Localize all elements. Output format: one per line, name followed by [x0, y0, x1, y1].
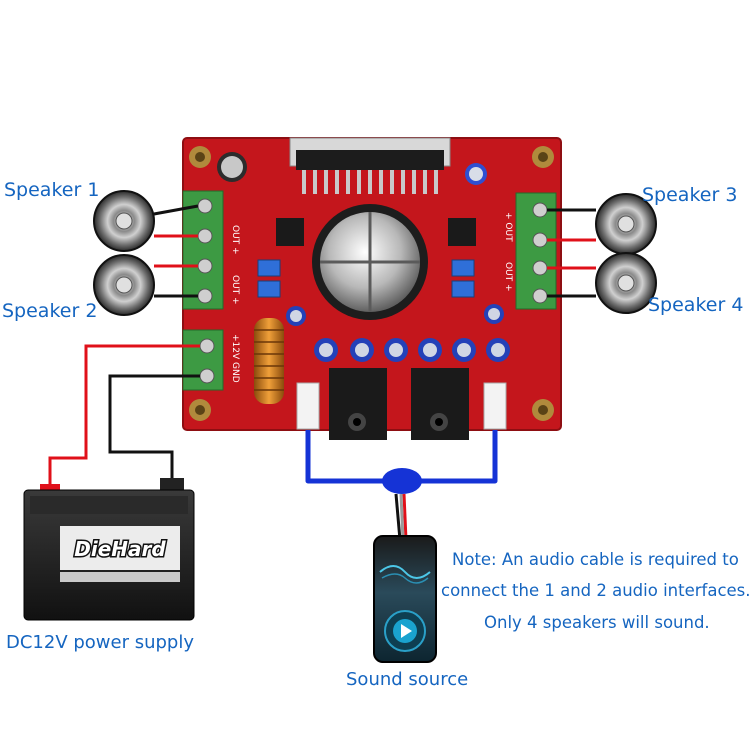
speaker-4-icon — [595, 252, 657, 314]
speaker-1-label: Speaker 1 — [4, 179, 100, 201]
mounting-hole-bottom-left — [189, 399, 211, 421]
speaker-2-label: Speaker 2 — [2, 300, 98, 322]
speaker-1-icon — [93, 190, 155, 252]
terminal-power — [182, 329, 224, 391]
note-line-2: connect the 1 and 2 audio interfaces. — [441, 581, 750, 600]
speaker-4-label: Speaker 4 — [648, 294, 744, 316]
sound-source-label: Sound source — [346, 669, 469, 690]
silk-power: +12V GND — [230, 334, 240, 383]
silk-out-left-bottom: OUT + — [230, 275, 240, 305]
silk-out-right-bottom: OUT + — [503, 262, 513, 292]
cable-splitter — [382, 468, 422, 494]
mounting-hole-top-right — [532, 146, 554, 168]
power-supply-label: DC12V power supply — [6, 632, 195, 653]
terminal-left-speakers — [182, 190, 224, 310]
amplifier-ic — [289, 137, 451, 194]
note-line-1: Note: An audio cable is required to — [452, 550, 739, 569]
capacitor-icon — [217, 152, 487, 185]
speaker-wires — [153, 204, 596, 298]
mounting-hole-top-left — [189, 146, 211, 168]
speaker-2-icon — [93, 254, 155, 316]
main-capacitor — [312, 204, 428, 320]
music-player-icon — [373, 535, 437, 663]
op-amp-right — [448, 218, 476, 246]
silk-out-right-top: + OUT — [503, 212, 513, 242]
audio-connector-1 — [296, 382, 320, 430]
play-icon — [401, 624, 412, 638]
terminal-right-speakers — [515, 192, 557, 310]
source-cable — [394, 493, 408, 541]
battery-icon: DieHard — [23, 478, 195, 621]
op-amp-left — [276, 218, 304, 246]
capacitor-row — [286, 304, 510, 362]
mounting-hole-bottom-right — [532, 399, 554, 421]
inductor-icon — [254, 318, 284, 404]
audio-jack-1 — [329, 368, 387, 440]
battery-brand: DieHard — [74, 537, 166, 561]
trimmers — [257, 259, 475, 298]
power-wires — [48, 344, 200, 490]
speaker-3-label: Speaker 3 — [642, 184, 738, 206]
silk-out-left-top: OUT + — [230, 225, 240, 255]
audio-connector-2 — [483, 382, 507, 430]
note-line-3: Only 4 speakers will sound. — [484, 613, 710, 632]
amplifier-board: OUT + OUT + + OUT OUT + +12V GND — [182, 137, 562, 440]
audio-jack-2 — [411, 368, 469, 440]
